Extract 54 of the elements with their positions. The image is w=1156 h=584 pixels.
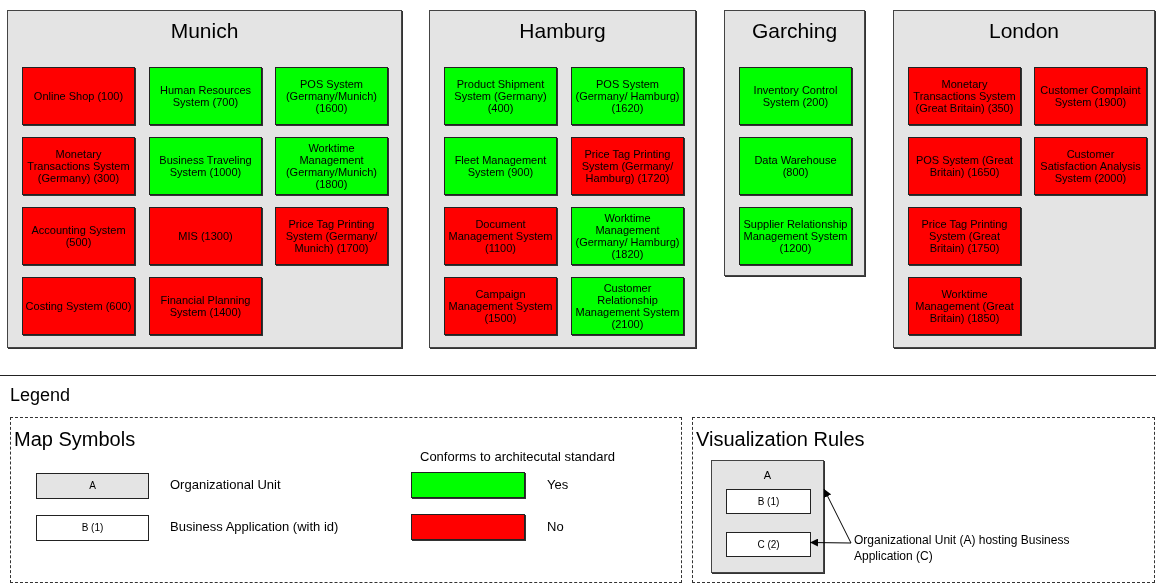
application-box: Worktime Management (Great Britain) (1850) xyxy=(908,277,1021,335)
organizational-unit-box xyxy=(893,10,1155,348)
unit-title: A xyxy=(762,469,773,481)
organizational-unit-box xyxy=(7,10,402,348)
note-text: Organizational Unit (A) hosting Business Application (C) xyxy=(854,532,1074,564)
application-box: Price Tag Printing System (Great Britain) (1750) xyxy=(908,207,1021,265)
symbol-description: Organizational Unit xyxy=(170,477,281,492)
application-box: Data Warehouse (800) xyxy=(739,137,852,195)
application-box: Campaign Management System (1500) xyxy=(444,277,557,335)
application-box: Product Shipment System (Germany) (400) xyxy=(444,67,557,125)
unit-title: Garching xyxy=(750,19,839,43)
legend-section-box xyxy=(692,417,1155,583)
application-box: Business Traveling System (1000) xyxy=(149,137,262,195)
legend-label: Yes xyxy=(547,477,569,492)
application-box: A xyxy=(36,473,149,499)
application-box: Price Tag Printing System (Germany/ Hamburg) (1720) xyxy=(571,137,684,195)
application-box: Monetary Transactions System (Germany) (300) xyxy=(22,137,135,195)
application-box: Human Resources System (700) xyxy=(149,67,262,125)
application-box: Customer Complaint System (1900) xyxy=(1034,67,1147,125)
application-box: Customer Relationship Management System (2100) xyxy=(571,277,684,335)
unit-title: London xyxy=(987,19,1061,43)
section-title: Map Symbols xyxy=(14,428,136,451)
organizational-unit-box xyxy=(724,10,865,276)
application-box: POS System (Germany/ Hamburg) (1620) xyxy=(571,67,684,125)
application-box: POS System (Germany/Munich) (1600) xyxy=(275,67,388,125)
application-box: Monetary Transactions System (Great Britain) (350) xyxy=(908,67,1021,125)
application-box: MIS (1300) xyxy=(149,207,262,265)
application-box: Supplier Relationship Management System (1200) xyxy=(739,207,852,265)
legend-heading: Legend xyxy=(10,385,71,406)
organizational-unit-box xyxy=(429,10,696,348)
section-title: Visualization Rules xyxy=(696,428,865,451)
unit-title: Munich xyxy=(169,19,240,43)
application-box: B (1) xyxy=(726,489,811,514)
legend-heading: Conforms to architecutal standard xyxy=(420,449,616,464)
application-box: POS System (Great Britain) (1650) xyxy=(908,137,1021,195)
application-box: Inventory Control System (200) xyxy=(739,67,852,125)
symbol-description: Business Application (with id) xyxy=(170,519,339,534)
application-box: C (2) xyxy=(726,532,811,557)
application-box: Fleet Management System (900) xyxy=(444,137,557,195)
application-box: Worktime Management (Germany/ Hamburg) (1820) xyxy=(571,207,684,265)
application-box: Document Management System (1100) xyxy=(444,207,557,265)
application-box: Financial Planning System (1400) xyxy=(149,277,262,335)
organizational-unit-box xyxy=(711,460,824,573)
application-box: B (1) xyxy=(36,515,149,541)
arrow xyxy=(809,538,852,547)
unit-title: Hamburg xyxy=(518,19,607,43)
application-box: Accounting System (500) xyxy=(22,207,135,265)
application-box: Online Shop (100) xyxy=(22,67,135,125)
application-box: Customer Satisfaction Analysis System (2000) xyxy=(1034,137,1147,195)
application-box: Costing System (600) xyxy=(22,277,135,335)
legend-label: No xyxy=(547,519,564,534)
application-box: Price Tag Printing System (Germany/ Munich) (1700) xyxy=(275,207,388,265)
application-box: Worktime Management (Germany/Munich) (1800) xyxy=(275,137,388,195)
arrow xyxy=(823,488,852,544)
